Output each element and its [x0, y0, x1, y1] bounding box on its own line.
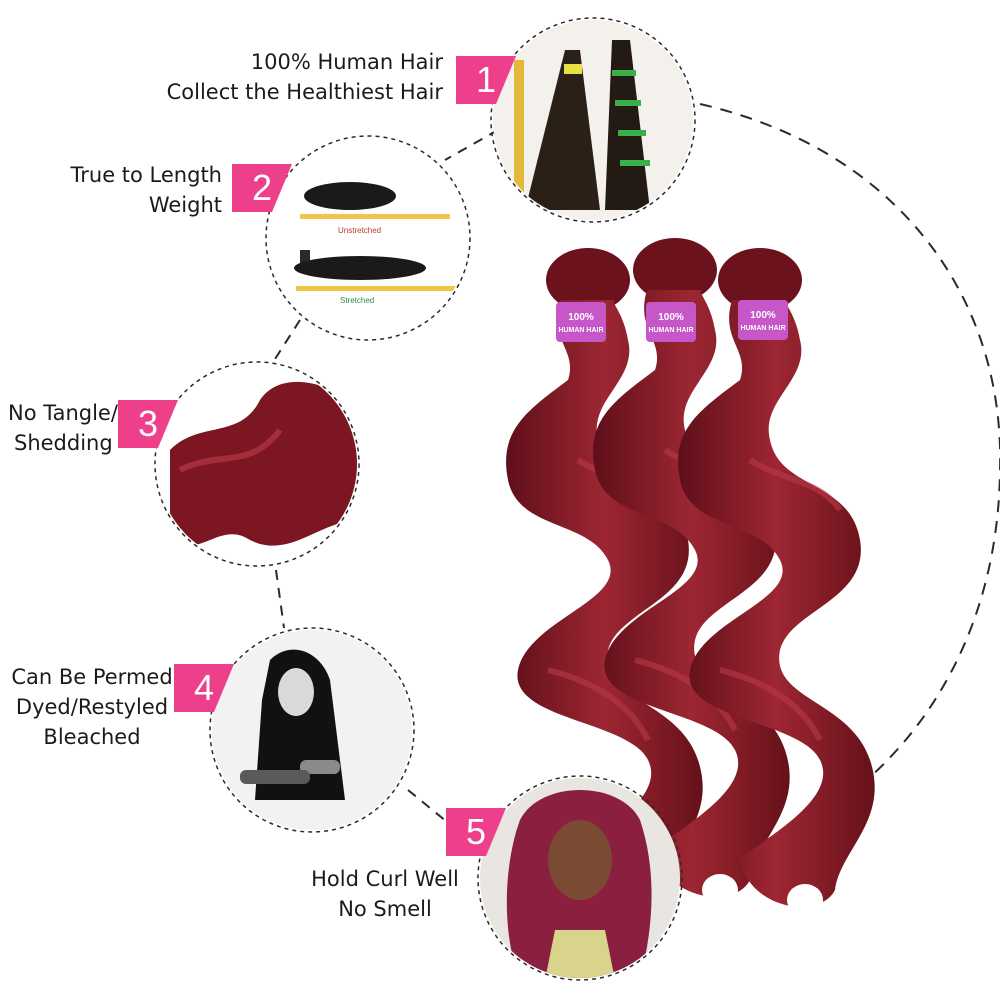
woman-styling-hair-photo	[212, 630, 412, 830]
raw-hair-bundles-photo	[493, 20, 693, 220]
feature-2-text: True to Length Weight	[71, 160, 222, 220]
feature-4-text: Can Be Permed Dyed/Restyled Bleached	[8, 662, 176, 752]
badge-number: 3	[137, 403, 159, 444]
bundle-tag-line1: 100%	[750, 310, 776, 321]
feature-5-text: Hold Curl Well No Smell	[310, 864, 460, 924]
woman-burgundy-curls-photo	[480, 778, 680, 978]
feature-3-text: No Tangle/ Shedding	[8, 398, 118, 458]
feature-line: Weight	[148, 193, 222, 217]
badge-number: 2	[251, 167, 273, 208]
feature-number-badge: 4	[174, 664, 234, 712]
feature-line: Can Be Permed	[11, 665, 173, 689]
bundle-tag-line2: HUMAN HAIR	[558, 327, 603, 334]
feature-number-badge: 2	[232, 164, 292, 212]
feature-number-badge: 1	[456, 56, 516, 104]
hair-wave-closeup-photo	[157, 364, 357, 564]
feature-line: No Smell	[338, 897, 432, 921]
bundle-tag-line1: 100%	[568, 312, 594, 323]
badge-number: 1	[475, 59, 497, 100]
feature-line: No Tangle/	[8, 401, 118, 425]
badge-number: 5	[465, 811, 487, 852]
feature-line: Shedding	[14, 431, 113, 455]
feature-number-badge: 5	[446, 808, 506, 856]
curly-hair-length-photo	[268, 138, 468, 338]
feature-line: Dyed/Restyled	[15, 695, 169, 719]
feature-number-badge: 3	[118, 400, 178, 448]
feature-line: Hold Curl Well	[311, 867, 459, 891]
bundle-tag-line1: 100%	[658, 312, 684, 323]
feature-line: Bleached	[43, 725, 141, 749]
bundle-tag-line2: HUMAN HAIR	[740, 325, 785, 332]
bundle-tag	[556, 300, 788, 342]
caption-unstretched: Unstretched	[338, 226, 382, 235]
caption-stretched: Stretched	[340, 296, 375, 305]
badge-number: 4	[193, 667, 215, 708]
feature-line: Collect the Healthiest Hair	[166, 80, 443, 104]
feature-line: True to Length	[70, 163, 222, 187]
bundle-tag-line2: HUMAN HAIR	[648, 327, 693, 334]
feature-1-text: 100% Human Hair Collect the Healthiest H…	[167, 47, 443, 107]
feature-line: 100% Human Hair	[250, 50, 443, 74]
